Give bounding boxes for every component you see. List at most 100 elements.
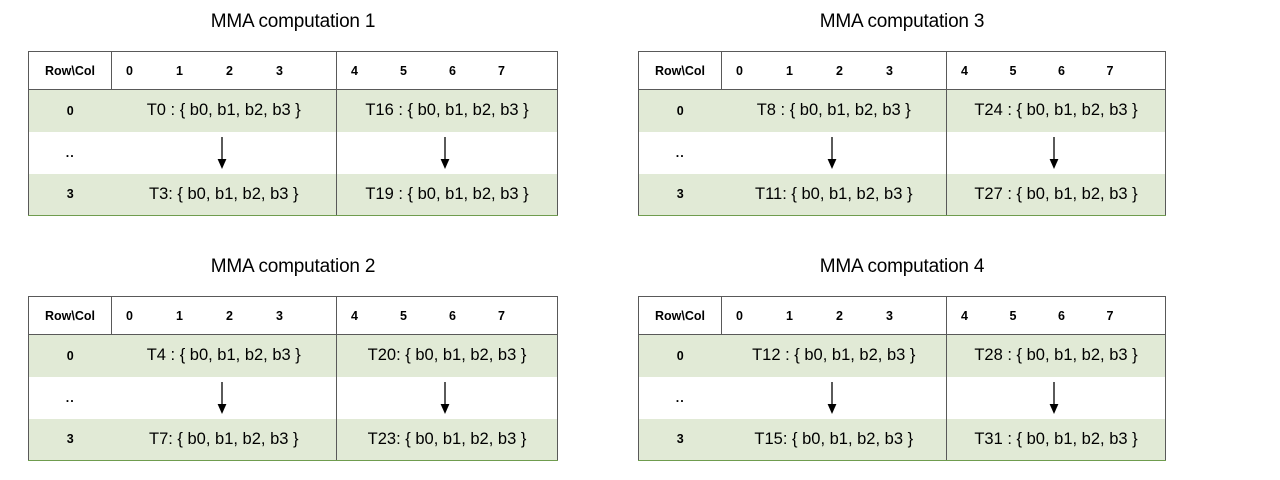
arrow-down-icon [1049,136,1059,169]
thread-cell-right: T19 : { b0, b1, b2, b3 } [336,173,558,216]
table-header-row: Row\Col 0 1 2 3 4 5 6 7 [28,296,558,335]
arrow-down-icon [827,136,837,169]
column-header-6: 6 [449,308,456,323]
row-col-header-cell: Row\Col [638,51,722,90]
table-header-row: Row\Col 0 1 2 3 4 5 6 7 [638,296,1166,335]
table-row: 0 T12 : { b0, b1, b2, b3 } T28 : { b0, b… [638,334,1166,377]
panel-mma-computation-4: MMA computation 4 Row\Col 0 1 2 3 4 5 [638,255,1166,461]
table-row: 3 T7: { b0, b1, b2, b3 } T23: { b0, b1, … [28,418,558,461]
arrow-cell-left [111,376,337,419]
table-row: 3 T11: { b0, b1, b2, b3 } T27 : { b0, b1… [638,173,1166,216]
mma-table: Row\Col 0 1 2 3 4 5 6 7 [638,51,1166,216]
arrow-down-icon [217,136,227,169]
thread-cell-right: T27 : { b0, b1, b2, b3 } [946,173,1166,216]
column-header-0: 0 [126,63,133,78]
column-header-6: 6 [449,63,456,78]
table-row: .. [28,131,558,174]
arrow-cell-right [946,376,1166,419]
table-header-row: Row\Col 0 1 2 3 4 5 6 7 [638,51,1166,90]
column-header-6: 6 [1058,308,1065,323]
arrow-down-icon [440,381,450,414]
table-row: 0 T0 : { b0, b1, b2, b3 } T16 : { b0, b1… [28,89,558,132]
row-col-header-cell: Row\Col [28,51,112,90]
mma-table: Row\Col 0 1 2 3 4 5 6 7 [638,296,1166,461]
column-header-0: 0 [126,308,133,323]
column-header-4: 4 [351,308,358,323]
arrow-cell-left [721,376,947,419]
thread-cell-right: T16 : { b0, b1, b2, b3 } [336,89,558,132]
column-header-3: 3 [886,308,893,323]
column-header-6: 6 [1058,63,1065,78]
arrow-cell-left [111,131,337,174]
column-headers-right: 4 5 6 7 [946,296,1166,335]
row-label: 3 [28,418,112,461]
thread-cell-left: T0 : { b0, b1, b2, b3 } [111,89,337,132]
arrow-down-icon [217,381,227,414]
column-header-3: 3 [276,63,283,78]
row-label: 3 [28,173,112,216]
thread-cell-left: T3: { b0, b1, b2, b3 } [111,173,337,216]
column-header-2: 2 [226,308,233,323]
row-label: 0 [638,334,722,377]
row-col-header-cell: Row\Col [638,296,722,335]
panel-title: MMA computation 4 [819,256,985,277]
column-header-1: 1 [786,308,793,323]
arrow-cell-left [721,131,947,174]
table-row: .. [28,376,558,419]
thread-cell-right: T28 : { b0, b1, b2, b3 } [946,334,1166,377]
panel-title: MMA computation 1 [210,11,376,32]
table-row: 0 T4 : { b0, b1, b2, b3 } T20: { b0, b1,… [28,334,558,377]
table-row: 3 T15: { b0, b1, b2, b3 } T31 : { b0, b1… [638,418,1166,461]
arrow-down-icon [1049,381,1059,414]
column-headers-right: 4 5 6 7 [336,296,558,335]
mma-table: Row\Col 0 1 2 3 4 5 6 7 [28,296,558,461]
column-headers-right: 4 5 6 7 [336,51,558,90]
row-label: 3 [638,418,722,461]
panel-mma-computation-3: MMA computation 3 Row\Col 0 1 2 3 4 5 [638,10,1166,216]
row-label: .. [638,376,722,419]
column-header-1: 1 [176,63,183,78]
row-label: 0 [28,89,112,132]
row-label: 0 [28,334,112,377]
row-label: 0 [638,89,722,132]
row-label: 3 [638,173,722,216]
column-headers-left: 0 1 2 3 [111,51,337,90]
column-header-5: 5 [1009,63,1017,78]
column-header-4: 4 [961,63,968,78]
panel-mma-computation-2: MMA computation 2 Row\Col 0 1 2 3 4 5 [28,255,558,461]
column-header-7: 7 [1106,308,1114,323]
thread-cell-right: T24 : { b0, b1, b2, b3 } [946,89,1166,132]
column-header-5: 5 [400,308,407,323]
table-row: 3 T3: { b0, b1, b2, b3 } T19 : { b0, b1,… [28,173,558,216]
panel-title: MMA computation 2 [210,256,376,277]
column-headers-left: 0 1 2 3 [721,296,947,335]
row-label: .. [28,376,112,419]
thread-cell-right: T23: { b0, b1, b2, b3 } [336,418,558,461]
table-row: .. [638,376,1166,419]
column-header-7: 7 [498,308,505,323]
row-label: .. [28,131,112,174]
column-header-1: 1 [786,63,793,78]
column-header-3: 3 [886,63,893,78]
thread-cell-left: T8 : { b0, b1, b2, b3 } [721,89,947,132]
thread-cell-left: T12 : { b0, b1, b2, b3 } [721,334,947,377]
column-headers-left: 0 1 2 3 [721,51,947,90]
thread-cell-left: T11: { b0, b1, b2, b3 } [721,173,947,216]
column-header-0: 0 [736,308,743,323]
table-row: .. [638,131,1166,174]
column-header-1: 1 [176,308,183,323]
row-label: .. [638,131,722,174]
column-header-4: 4 [351,63,358,78]
column-header-2: 2 [836,63,843,78]
row-col-header-cell: Row\Col [28,296,112,335]
column-header-4: 4 [961,308,968,323]
column-header-5: 5 [400,63,407,78]
panel-title: MMA computation 3 [819,11,985,32]
mma-table: Row\Col 0 1 2 3 4 5 6 7 [28,51,558,216]
arrow-down-icon [827,381,837,414]
arrow-cell-right [946,131,1166,174]
column-header-3: 3 [276,308,283,323]
table-row: 0 T8 : { b0, b1, b2, b3 } T24 : { b0, b1… [638,89,1166,132]
thread-cell-right: T20: { b0, b1, b2, b3 } [336,334,558,377]
arrow-cell-right [336,131,558,174]
